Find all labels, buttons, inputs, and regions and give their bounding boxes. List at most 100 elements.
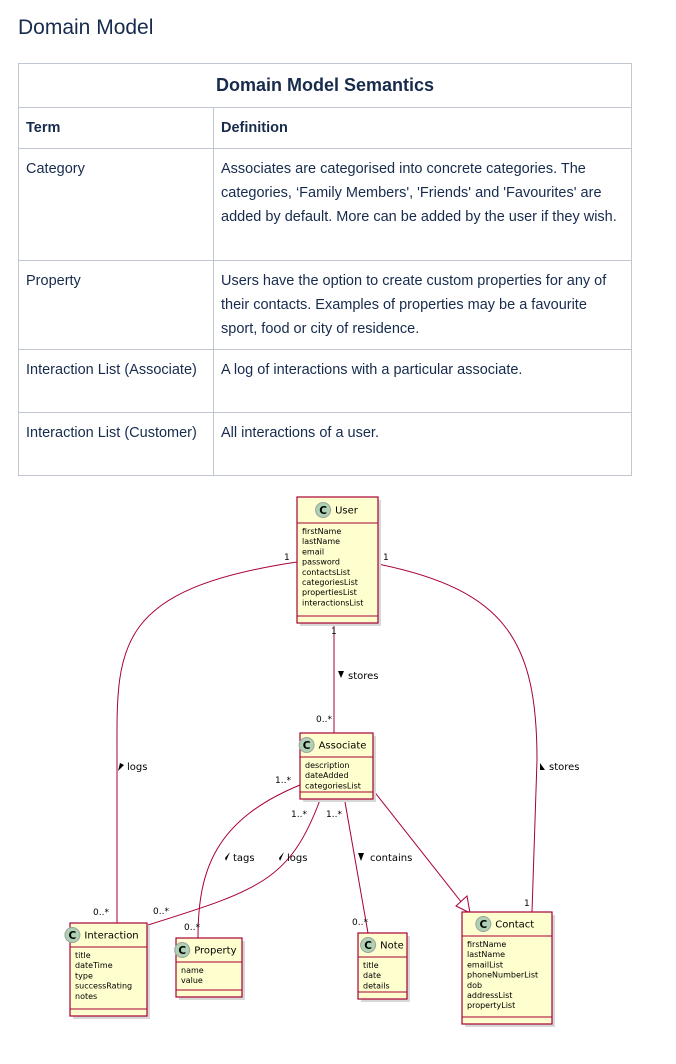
class-attribute: phoneNumberList [467, 971, 538, 980]
multiplicity-label: 1 [284, 553, 290, 563]
class-attribute: name [181, 966, 204, 975]
class-attribute: title [363, 961, 379, 970]
multiplicity-label: 0..* [153, 907, 169, 917]
class-stereotype-letter: C [303, 740, 311, 752]
table-header-row: Term Definition [18, 107, 632, 149]
column-header-term: Term [18, 107, 214, 149]
definition-cell: A log of interactions with a particular … [213, 349, 632, 413]
association-label: stores [348, 671, 379, 682]
table-row: Property Users have the option to create… [18, 260, 632, 350]
class-name: Contact [495, 920, 534, 931]
class-attribute: lastName [302, 537, 340, 546]
edge-associate-property [197, 784, 301, 939]
edge-associate-contact [372, 789, 463, 904]
class-attribute: dateAdded [305, 771, 349, 780]
multiplicity-label: 0..* [93, 908, 109, 918]
generalization-arrowhead [455, 895, 471, 914]
edge-associate-interaction [147, 799, 321, 926]
table-title: Domain Model Semantics [18, 63, 632, 108]
class-attribute: details [363, 981, 390, 990]
table-row: Category Associates are categorised into… [18, 148, 632, 261]
class-attribute: type [75, 971, 93, 980]
direction-arrow [338, 671, 344, 678]
multiplicity-label: 0..* [352, 918, 368, 928]
direction-arrow [358, 853, 364, 861]
class-attribute: firstName [467, 940, 506, 949]
column-header-definition: Definition [213, 107, 632, 149]
class-attribute: firstName [302, 527, 341, 536]
edge-user-interaction [116, 561, 298, 923]
class-attribute: notes [75, 992, 97, 1001]
multiplicity-label: 1..* [275, 776, 291, 786]
class-attribute: successRating [75, 982, 132, 991]
table-row: Interaction List (Associate) A log of in… [18, 349, 632, 413]
class-stereotype-icon [298, 737, 315, 753]
class-attribute: dob [467, 981, 482, 990]
edge-user-contact [377, 563, 538, 913]
multiplicity-label: 1 [331, 627, 337, 637]
multiplicity-label: 1..* [291, 810, 307, 820]
class-box [296, 496, 379, 624]
class-attribute: interactionsList [302, 598, 363, 607]
class-attribute: password [302, 558, 340, 567]
definition-cell: Users have the option to create custom p… [213, 260, 632, 350]
association-label: logs [287, 853, 307, 864]
class-attribute: propertyList [467, 1001, 515, 1010]
class-box [69, 922, 148, 1017]
edge-associate-note [344, 801, 369, 934]
class-attribute: title [75, 951, 91, 960]
direction-arrow [225, 852, 230, 861]
class-stereotype-icon [174, 942, 191, 958]
class-stereotype-icon [64, 927, 81, 943]
table-row: Interaction List (Customer) All interact… [18, 412, 632, 476]
class-attribute: emailList [467, 960, 503, 969]
multiplicity-label: 1 [524, 899, 530, 909]
class-stereotype-letter: C [69, 930, 77, 942]
class-name: Associate [319, 741, 367, 752]
class-box [461, 911, 553, 1025]
class-attribute: propertiesList [302, 588, 357, 597]
multiplicity-label: 0..* [184, 923, 200, 933]
class-attribute: email [302, 547, 324, 556]
class-attribute: addressList [467, 991, 512, 1000]
class-stereotype-icon [360, 937, 377, 953]
class-name: User [335, 506, 359, 517]
class-attribute: dateTime [75, 961, 113, 970]
class-stereotype-icon [315, 502, 332, 518]
class-name: Note [380, 941, 404, 952]
definition-cell: All interactions of a user. [213, 412, 632, 476]
class-attribute: date [363, 971, 381, 980]
class-attribute: contactsList [302, 568, 350, 577]
class-attribute: value [181, 976, 203, 985]
multiplicity-label: 0..* [316, 715, 332, 725]
page-title: Domain Model [18, 16, 154, 39]
class-attribute: lastName [467, 950, 505, 959]
association-label: logs [127, 762, 147, 773]
term-cell: Property [18, 260, 214, 350]
class-attribute: description [305, 761, 349, 770]
multiplicity-label: 1..* [326, 810, 342, 820]
class-stereotype-letter: C [364, 940, 372, 952]
table-title-row: Domain Model Semantics [18, 63, 632, 108]
term-cell: Interaction List (Associate) [18, 349, 214, 413]
class-name: Property [194, 946, 236, 957]
term-cell: Category [18, 148, 214, 261]
class-stereotype-icon [475, 916, 492, 932]
multiplicity-label: 1 [383, 553, 389, 563]
class-stereotype-letter: C [319, 505, 327, 517]
class-stereotype-letter: C [479, 919, 487, 931]
semantics-table: Domain Model Semantics Term Definition C… [18, 63, 632, 476]
class-stereotype-letter: C [178, 945, 186, 957]
association-label: tags [233, 853, 255, 864]
direction-arrow [118, 763, 124, 771]
class-attribute: categoriesList [305, 781, 361, 790]
association-label: stores [549, 762, 580, 773]
association-label: contains [370, 853, 412, 864]
direction-arrow [540, 763, 545, 770]
